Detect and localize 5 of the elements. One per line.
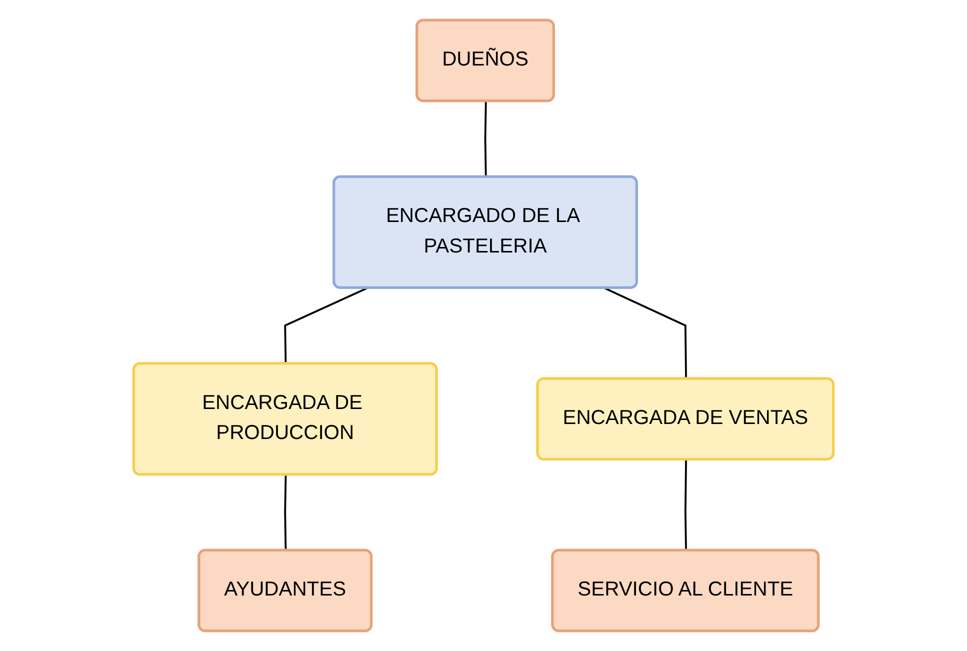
connector (604, 287, 687, 380)
connector (284, 475, 287, 551)
connector (484, 101, 487, 178)
connector (284, 287, 368, 364)
connector (684, 460, 687, 551)
